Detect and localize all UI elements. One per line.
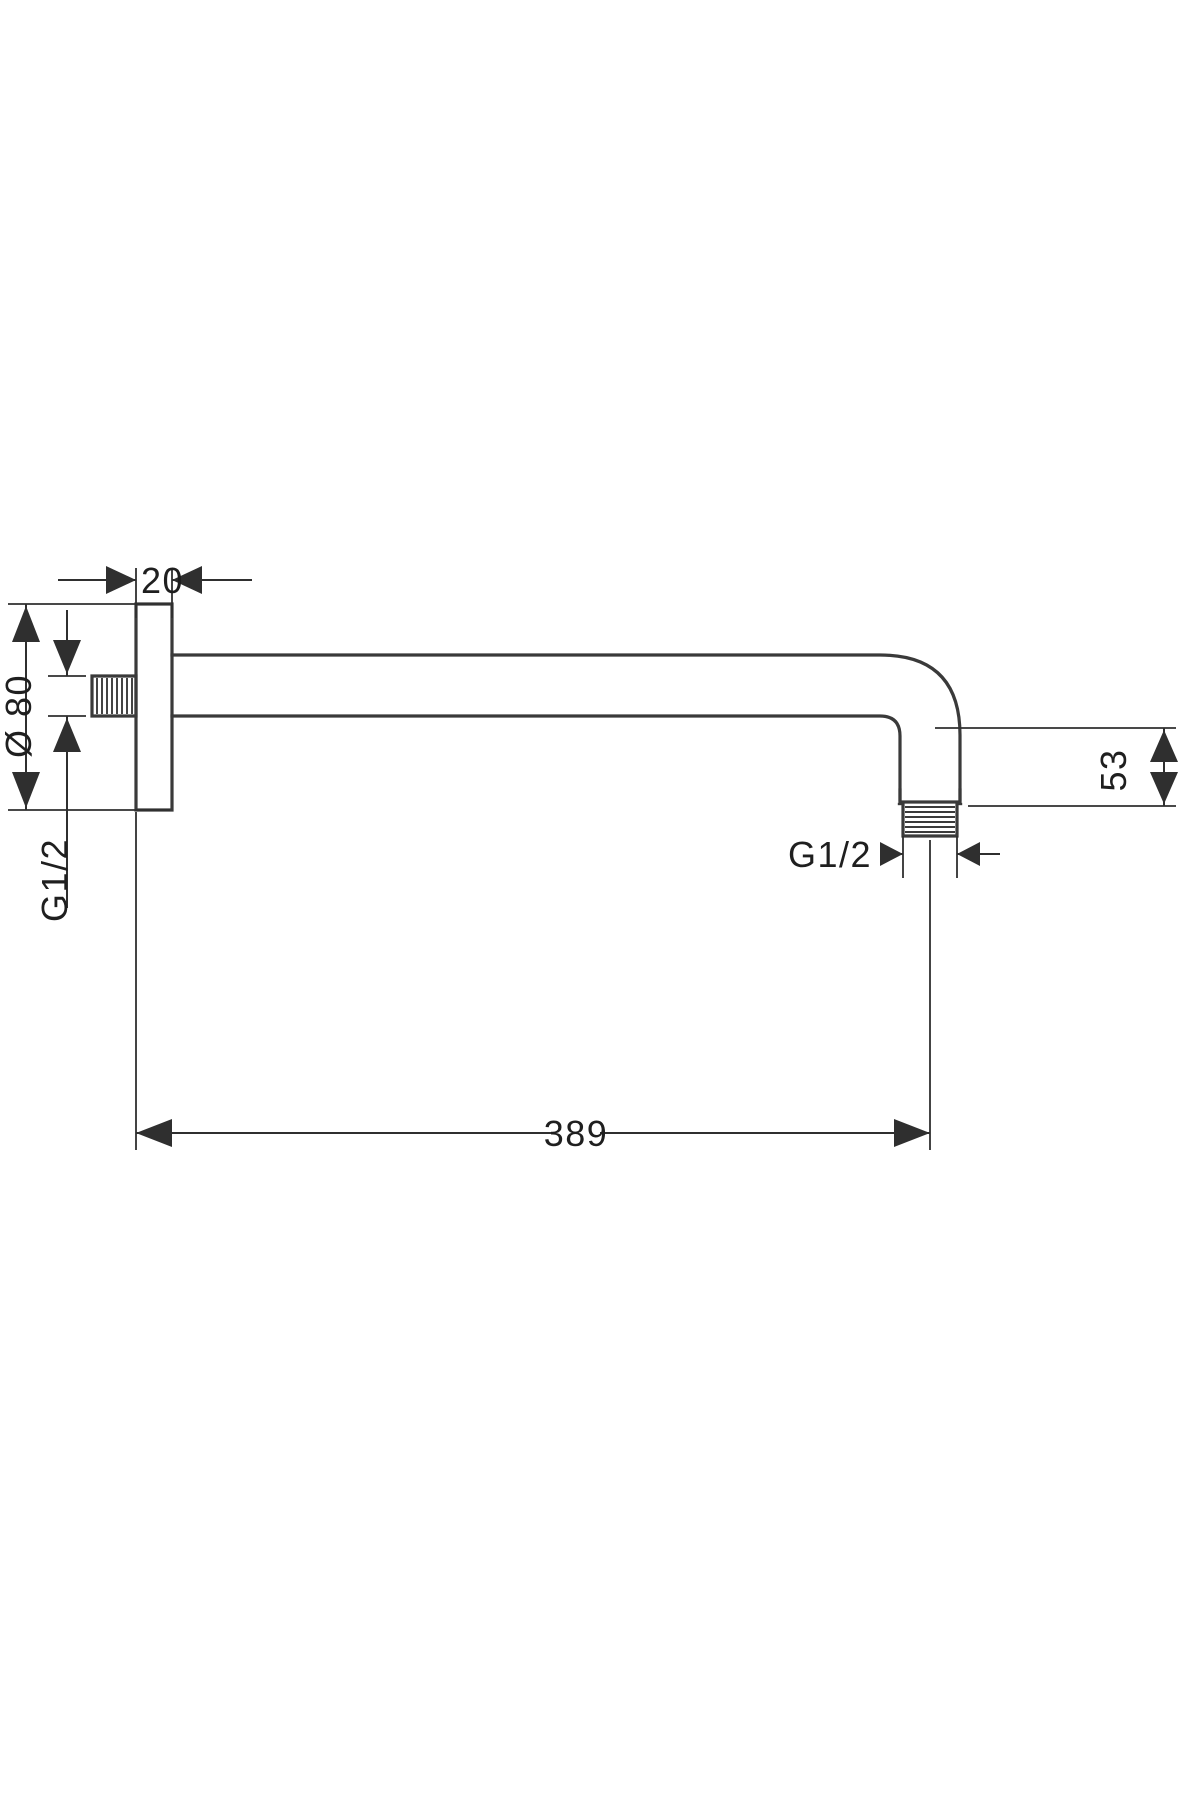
arm-outer-profile: [170, 653, 962, 802]
dim-label-flange-diameter: Ø 80: [0, 674, 39, 758]
inlet-nipple-outline: [90, 674, 138, 718]
dim-label-outlet-drop: 53: [1093, 748, 1134, 791]
arrow-53-top: [1150, 730, 1178, 762]
inlet-thread-knurling: [96, 678, 133, 714]
arrow-diameter-bottom: [12, 772, 40, 808]
arrow-53-bottom: [1150, 772, 1178, 804]
dim-label-flange-depth: 20: [141, 560, 184, 601]
label-inlet-thread: G1/2: [34, 838, 75, 922]
arrow-20-left: [106, 566, 136, 594]
dimension-flange-diameter: Ø 80: [0, 603, 170, 908]
dim-label-outlet-thread: G1/2: [788, 834, 872, 875]
dim-label-inlet-thread: G1/2: [34, 838, 75, 922]
outlet-thread-knurling: [905, 806, 955, 833]
flange-plate-outline: [134, 602, 174, 812]
dimension-outlet-drop: 53: [935, 727, 1178, 807]
arrow-20-right: [172, 566, 202, 594]
dimension-outlet-thread: G1/2: [788, 834, 1000, 878]
arrow-outlet-thread-right: [957, 842, 980, 866]
part-geometry: [90, 602, 963, 838]
dim-label-projection: 389: [544, 1113, 609, 1154]
arm-inner-profile: [170, 714, 902, 802]
arrow-diameter-inner-upper: [53, 640, 81, 674]
arrow-389-right: [894, 1119, 930, 1147]
arrow-diameter-top: [12, 606, 40, 642]
arrow-outlet-thread-left: [880, 842, 903, 866]
dimension-flange-depth: 20: [58, 560, 252, 618]
arrow-389-left: [136, 1119, 172, 1147]
arrow-diameter-inner-lower: [53, 718, 81, 752]
dimension-projection: 389: [135, 812, 931, 1154]
